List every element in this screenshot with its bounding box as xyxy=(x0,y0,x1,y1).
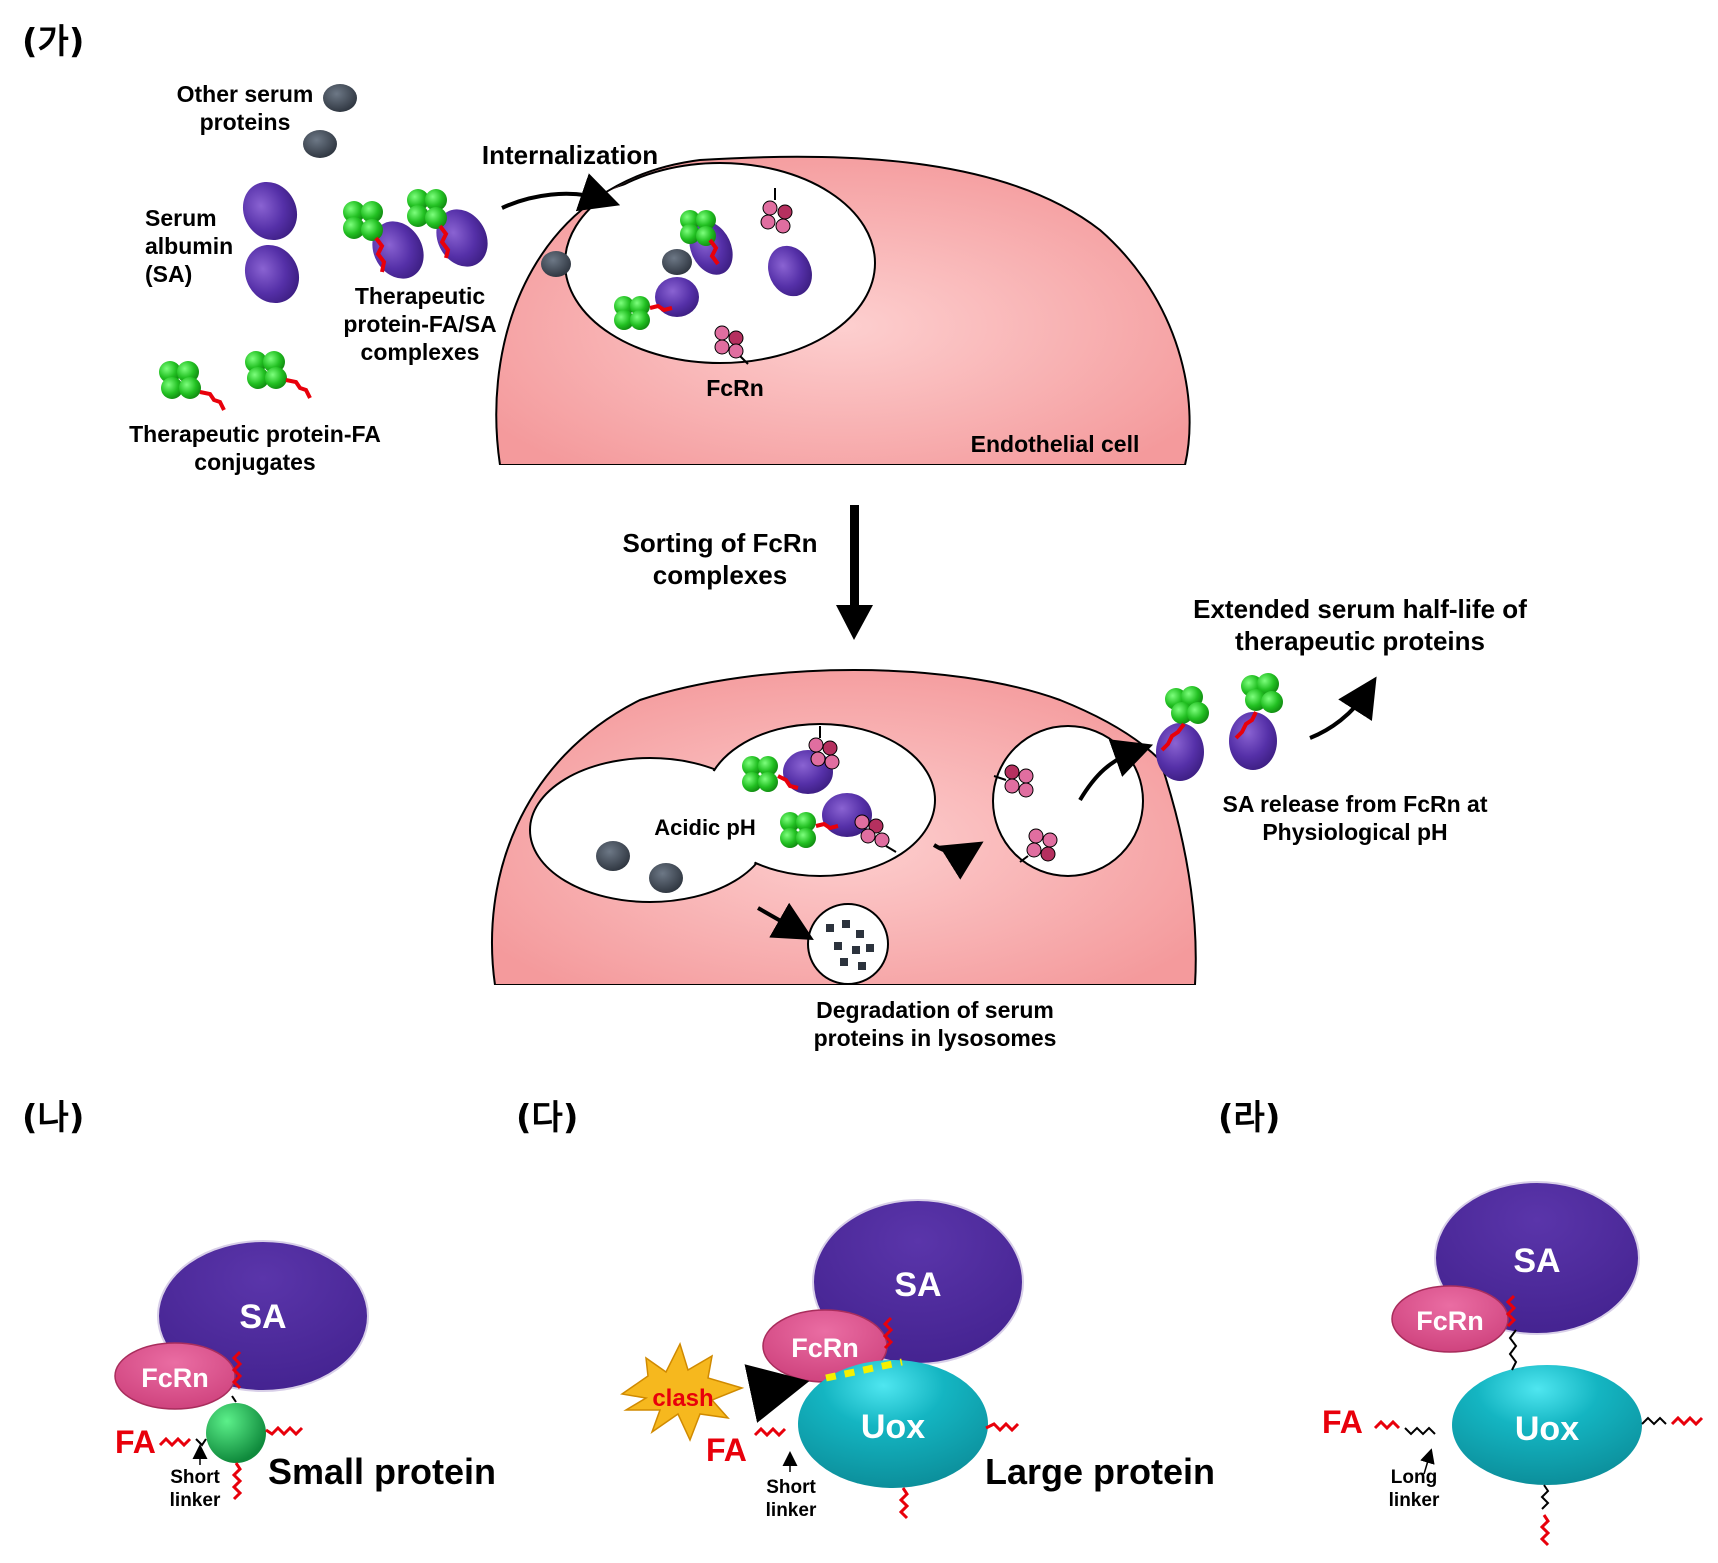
complex-icon xyxy=(614,277,699,330)
sa-label: SA xyxy=(894,1266,941,1304)
fcrn-receptor-icon xyxy=(993,764,1034,798)
complex-icon xyxy=(780,793,897,853)
fcrn-shape xyxy=(1391,1285,1509,1353)
uox-shape xyxy=(1452,1365,1642,1485)
long-linker xyxy=(1508,1329,1518,1371)
short-linker-label: Short linker xyxy=(765,1477,817,1522)
degradation-label: Degradation of serum proteins in lysosom… xyxy=(813,997,1057,1052)
long-linker xyxy=(1641,1416,1667,1426)
fa-label: FA xyxy=(1322,1404,1363,1440)
clash-burst-icon xyxy=(620,1341,745,1442)
fatty-acid-chain xyxy=(753,1426,787,1438)
serum-protein-icon xyxy=(596,841,630,871)
long-linker-label: Long linker xyxy=(1388,1467,1440,1512)
fatty-acid-chain xyxy=(882,1316,894,1350)
small-protein-label: Small protein xyxy=(268,1451,497,1492)
sa-release-label: SA release from FcRn at Physiological pH xyxy=(1222,791,1488,846)
fcrn-receptor-icon xyxy=(1019,828,1058,863)
albumin-icon xyxy=(768,245,812,297)
panel-c-diagram: SA FcRn Uox clash xyxy=(620,1199,1024,1520)
fatty-acid-chain xyxy=(1373,1419,1401,1431)
fatty-acid-chain xyxy=(265,1425,304,1437)
fcrn-receptor-icon xyxy=(760,188,793,234)
panel-label-d: (라) xyxy=(1218,1098,1281,1138)
conjugates-label: Therapeutic protein-FA conjugates xyxy=(129,421,381,476)
recycling-vesicle xyxy=(992,725,1144,877)
large-protein-label: Large protein xyxy=(985,1451,1216,1492)
fatty-acid-chain xyxy=(898,1487,910,1520)
panel-label-b: (나) xyxy=(22,1098,85,1138)
albumin-icon xyxy=(242,181,298,241)
internalization-arrow xyxy=(501,173,621,212)
panel-label-a: (가) xyxy=(22,22,85,62)
panel-b-diagram: SA FcRn xyxy=(114,1240,369,1501)
clash-arrow xyxy=(744,1364,810,1423)
exocytosis-arrow xyxy=(1078,739,1154,802)
conjugate-icon xyxy=(245,351,312,399)
fatty-acid-chain xyxy=(158,1436,192,1448)
uox-label: Uox xyxy=(861,1408,925,1446)
released-complex-icon xyxy=(1229,673,1283,770)
fa-label: FA xyxy=(115,1424,156,1460)
release-arrow xyxy=(1309,676,1377,740)
fatty-acid-chain xyxy=(231,1462,243,1501)
serum-protein-icon xyxy=(649,863,683,893)
sorting-label: Sorting of FcRn complexes xyxy=(622,528,818,590)
degradation-arrow xyxy=(757,902,814,940)
serum-protein-icon xyxy=(662,249,692,275)
complexes-label: Therapeutic protein-FA/SA complexes xyxy=(343,283,497,366)
serum-albumin-label: Serum albumin (SA) xyxy=(145,205,234,288)
endothelial-cell-label: Endothelial cell xyxy=(970,431,1140,457)
complex-icon xyxy=(680,210,720,266)
fcrn-label: FcRn xyxy=(141,1363,209,1393)
long-linker xyxy=(1404,1426,1436,1436)
short-linker-label: Short linker xyxy=(169,1467,221,1512)
sorting-arrow xyxy=(836,505,873,640)
serum-protein-icon xyxy=(541,251,571,277)
clash-label: clash xyxy=(652,1385,713,1412)
fatty-acid-chain xyxy=(1505,1294,1517,1328)
released-complex-icon xyxy=(1156,686,1209,781)
uox-shape xyxy=(798,1360,988,1488)
fatty-acid-chain xyxy=(1670,1415,1704,1427)
internalization-label: Internalization xyxy=(481,140,659,170)
fcrn-shape xyxy=(114,1342,236,1410)
lysosome xyxy=(807,903,889,985)
fcrn-label: FcRn xyxy=(791,1333,859,1363)
fa-label: FA xyxy=(706,1432,747,1468)
albumin-icon xyxy=(244,244,300,304)
small-protein-shape xyxy=(206,1403,266,1463)
panel-d-diagram: SA FcRn Uox xyxy=(1373,1181,1704,1547)
extended-half-life-label: Extended serum half-life of therapeutic … xyxy=(1193,594,1527,656)
panel-label-c: (다) xyxy=(516,1098,579,1138)
serum-protein-icon xyxy=(323,84,357,112)
sa-label: SA xyxy=(1513,1242,1560,1280)
sorting-flow-arrow xyxy=(932,841,984,880)
complex-icon xyxy=(343,201,424,279)
clash-interface xyxy=(825,1358,903,1382)
other-serum-proteins-label: Other serum proteins xyxy=(176,81,314,136)
fatty-acid-chain xyxy=(1539,1514,1551,1547)
long-linker xyxy=(1540,1484,1550,1510)
conjugate-icon xyxy=(159,361,226,411)
acidic-ph-label: Acidic pH xyxy=(654,815,756,840)
fatty-acid-chain xyxy=(985,1421,1020,1433)
fcrn-label: FcRn xyxy=(706,375,764,401)
uox-label: Uox xyxy=(1515,1410,1579,1448)
fatty-acid-chain xyxy=(231,1350,243,1390)
complex-icon xyxy=(742,726,840,794)
fcrn-receptor-icon xyxy=(714,325,749,365)
complex-icon xyxy=(407,189,488,267)
serum-protein-icon xyxy=(303,130,337,158)
sa-label: SA xyxy=(239,1298,286,1336)
fcrn-label: FcRn xyxy=(1416,1306,1484,1336)
